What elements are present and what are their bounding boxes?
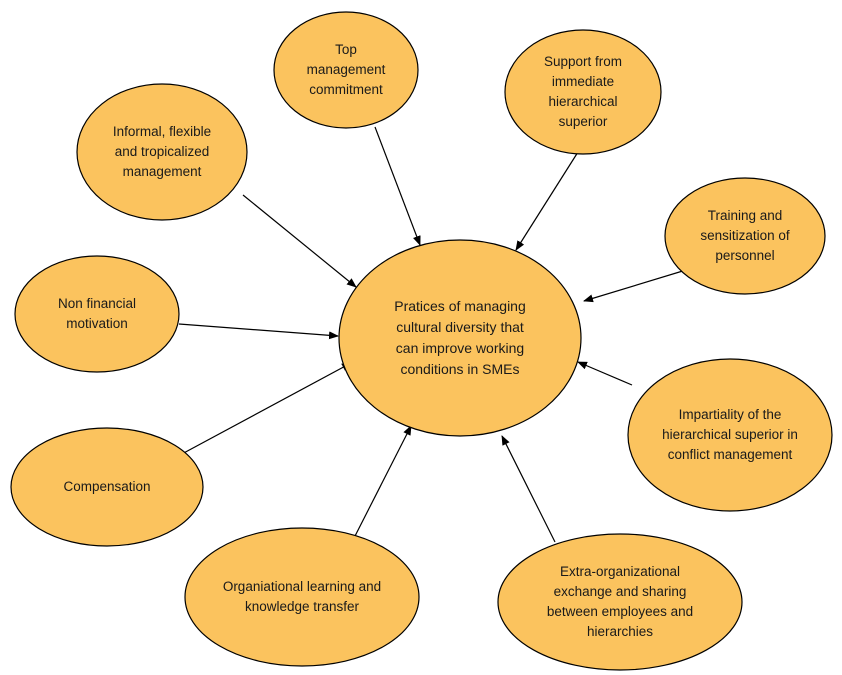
arrow-extra-organizational (501, 435, 556, 543)
label-support-superior: Support from immediate hierarchical supe… (543, 54, 623, 129)
label-center: Pratices of managing cultural diversity … (394, 298, 526, 377)
arrow-impartiality (577, 361, 633, 386)
arrow-support-superior (515, 151, 579, 251)
node-top-management (273, 11, 419, 129)
node-non-financial (14, 255, 180, 373)
label-non-financial: Non financial motivation (57, 296, 137, 331)
node-extra-organizational (497, 533, 743, 671)
arrow-organizational-learning (352, 425, 412, 541)
label-top-management: Top management commitment (306, 42, 386, 97)
arrow-compensation (179, 362, 352, 456)
label-extra-organizational: Extra-organizational exchange and sharin… (546, 564, 694, 639)
label-informal-management: Informal, flexible and tropicalized mana… (112, 124, 212, 179)
label-impartiality: Impartiality of the hierarchical superio… (662, 407, 798, 462)
node-compensation (10, 427, 204, 547)
arrow-non-financial (178, 323, 339, 340)
label-organizational-learning: Organiational learning and knowledge tra… (222, 579, 382, 614)
node-center (338, 239, 582, 437)
node-informal-management (76, 83, 248, 221)
arrow-informal-management (242, 194, 357, 288)
node-organizational-learning (184, 527, 420, 667)
arrow-top-management (374, 126, 421, 246)
arrow-training (583, 269, 687, 303)
label-training: Training and sensitization of personnel (700, 208, 790, 263)
label-compensation: Compensation (63, 479, 151, 494)
node-training (664, 177, 826, 295)
node-impartiality (627, 358, 833, 512)
node-support-superior (504, 29, 662, 155)
